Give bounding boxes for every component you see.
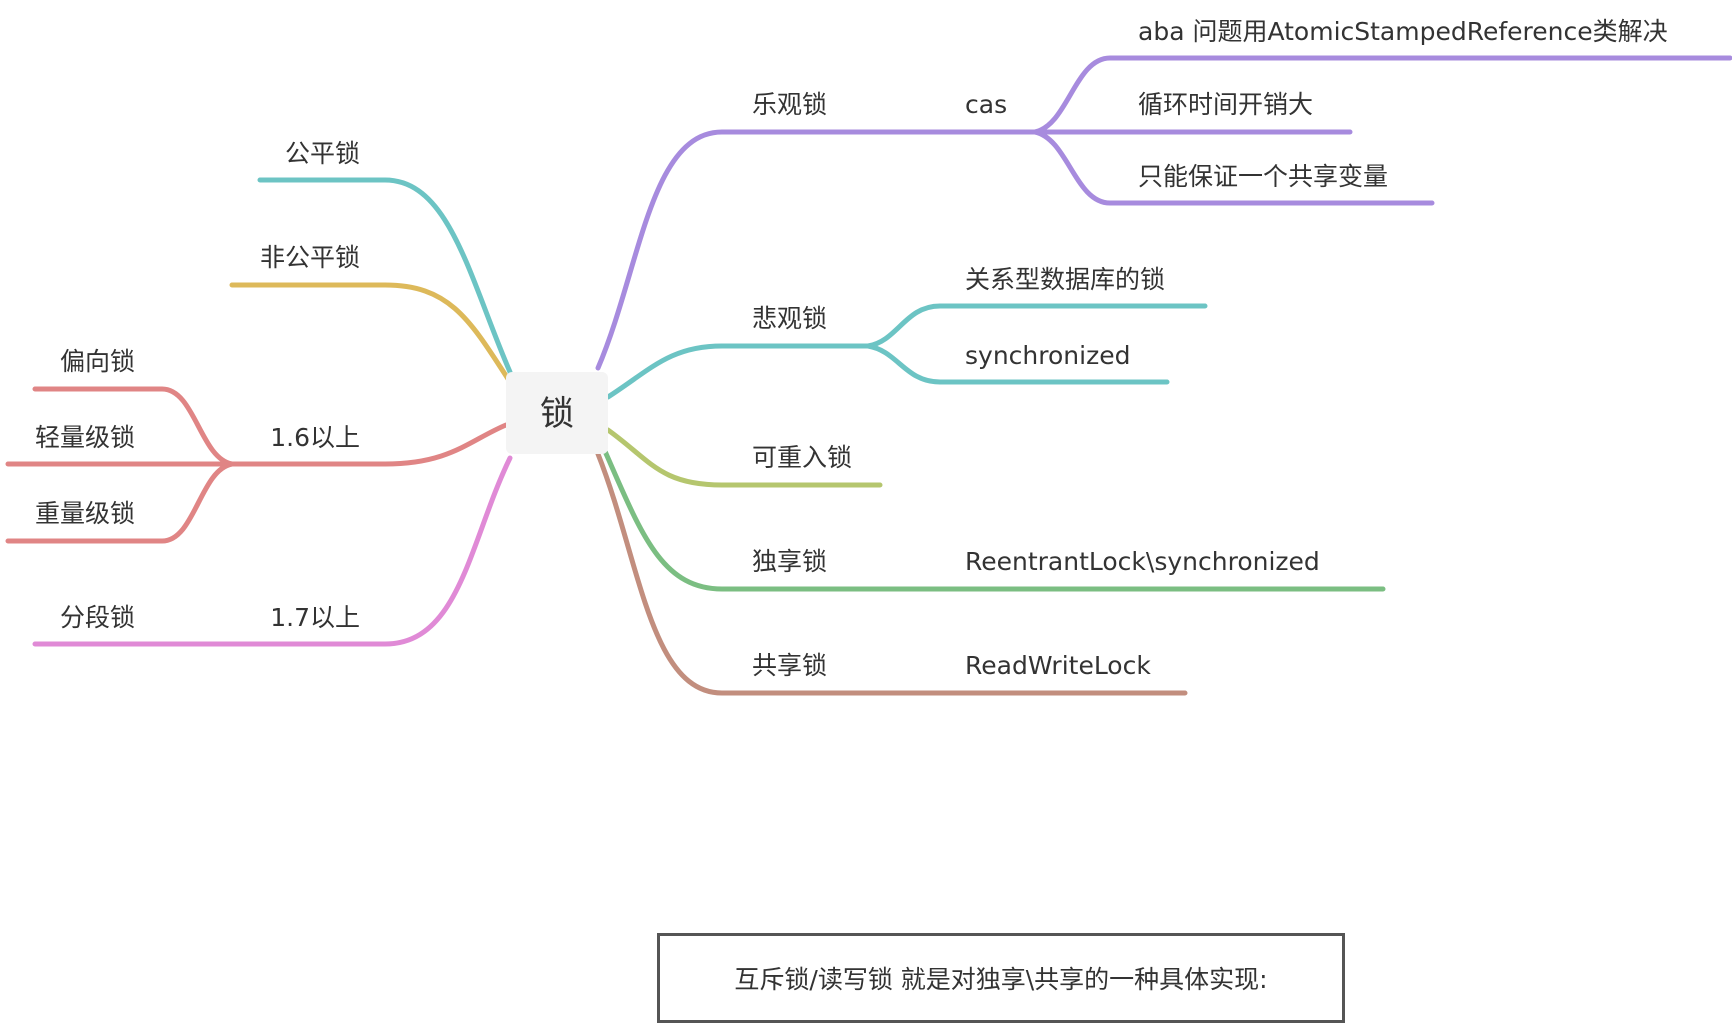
note-text: 互斥锁/读写锁 就是对独享\共享的一种具体实现:	[734, 965, 1268, 994]
root-label: 锁	[540, 394, 574, 434]
node-cas-aba[interactable]: aba 问题用AtomicStampedReference类解决	[1138, 17, 1668, 46]
note-box[interactable]: 互斥锁/读写锁 就是对独享\共享的一种具体实现:	[657, 933, 1345, 1023]
node-v16[interactable]: 1.6以上	[270, 423, 360, 452]
node-v16-biased[interactable]: 偏向锁	[60, 347, 135, 376]
branch-v16-biased	[32, 386, 235, 467]
root-node[interactable]	[506, 372, 608, 454]
node-pessimistic-db[interactable]: 关系型数据库的锁	[965, 265, 1165, 294]
node-exclusive[interactable]: 独享锁	[752, 547, 827, 576]
branch-optimistic	[595, 129, 1038, 371]
branch-reentrant	[605, 427, 883, 488]
branch-pessimistic-db	[865, 303, 1208, 349]
node-v16-heavy[interactable]: 重量级锁	[35, 499, 135, 528]
branch-fair	[257, 177, 513, 375]
branch-exclusive	[601, 446, 1386, 592]
branch-shared	[595, 451, 1188, 696]
node-fair[interactable]: 公平锁	[285, 139, 360, 168]
branch-v17	[32, 455, 513, 647]
node-cas-single[interactable]: 只能保证一个共享变量	[1138, 162, 1388, 191]
branch-unfair	[229, 282, 513, 385]
node-v17-child[interactable]: 分段锁	[60, 603, 135, 632]
branch-pessimistic-sync	[865, 343, 1170, 385]
branch-pessimistic	[605, 343, 871, 400]
node-pessimistic-sync[interactable]: synchronized	[965, 341, 1130, 370]
node-reentrant[interactable]: 可重入锁	[752, 443, 852, 472]
node-exclusive-child[interactable]: ReentrantLock\synchronized	[965, 547, 1320, 576]
node-cas[interactable]: cas	[965, 90, 1007, 119]
node-optimistic[interactable]: 乐观锁	[752, 90, 827, 119]
node-shared[interactable]: 共享锁	[752, 651, 827, 680]
node-shared-child[interactable]: ReadWriteLock	[965, 651, 1151, 680]
branch-v16-heavy	[5, 461, 235, 544]
node-cas-loop[interactable]: 循环时间开销大	[1138, 90, 1313, 119]
node-v16-light[interactable]: 轻量级锁	[35, 423, 135, 452]
node-unfair[interactable]: 非公平锁	[260, 243, 360, 272]
branch-v16	[229, 422, 509, 467]
node-pessimistic[interactable]: 悲观锁	[752, 304, 827, 333]
branch-cas-aba	[1032, 55, 1732, 135]
node-v17[interactable]: 1.7以上	[270, 603, 360, 632]
branch-cas-single	[1032, 129, 1435, 206]
